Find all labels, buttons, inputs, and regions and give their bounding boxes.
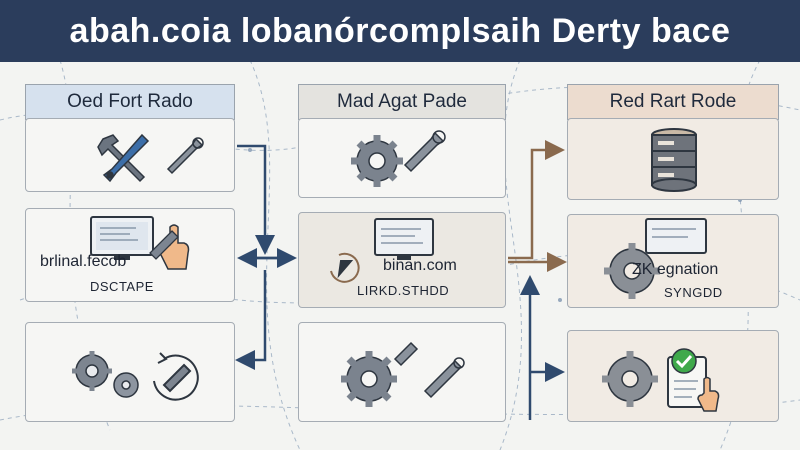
card-col2-row2: binan.com LIRKD.STHDD: [298, 212, 506, 308]
title-bar: abah.coia lobanórcomplsaih Derty bace: [0, 0, 800, 62]
gears-icon: [72, 351, 199, 401]
column-header-3-label: Red Rart Rode: [609, 91, 737, 112]
card-col1-row3: [25, 322, 235, 422]
refresh-wrench-icon: [330, 252, 360, 283]
card-col3-row3: [567, 330, 779, 422]
hand-pointer-icon: [697, 376, 720, 412]
gear-wrench-icon: [341, 341, 465, 407]
column-header-2-label: Mad Agat Pade: [337, 91, 467, 112]
wrench-screwdriver-icon: [97, 133, 204, 183]
card-col3-row2-subtitle: SYNGDD: [664, 285, 723, 300]
card-col3-row1: [567, 118, 779, 200]
card-col1-row2-title: brlinal.fecob: [40, 253, 127, 270]
checklist-icon: [602, 348, 720, 412]
monitor-icon: [330, 218, 434, 283]
card-col3-row2-title: ZK egnation: [632, 261, 719, 278]
page-title: abah.coia lobanórcomplsaih Derty bace: [69, 11, 731, 50]
card-col2-row3: [298, 322, 506, 422]
refresh-wrench-icon: [153, 352, 199, 401]
card-col2-row1: [298, 118, 506, 198]
column-header-1: Oed Fort Rado: [25, 84, 235, 120]
card-col3-row2: ZK egnation SYNGDD: [567, 214, 779, 308]
column-header-1-label: Oed Fort Rado: [67, 91, 193, 112]
database-icon: [651, 128, 697, 192]
column-header-3: Red Rart Rode: [567, 84, 779, 120]
column-header-2: Mad Agat Pade: [298, 84, 506, 120]
card-col1-row2: brlinal.fecob DSCTAPE: [25, 208, 235, 302]
monitor-icon: [90, 216, 190, 270]
card-col2-row2-subtitle: LIRKD.STHDD: [357, 283, 450, 298]
gear-icon: [604, 218, 707, 299]
card-col1-row1: [25, 118, 235, 192]
card-col1-row2-subtitle: DSCTAPE: [90, 279, 154, 294]
card-col2-row2-title: binan.com: [383, 257, 457, 274]
gear-wrench-icon: [351, 130, 446, 187]
